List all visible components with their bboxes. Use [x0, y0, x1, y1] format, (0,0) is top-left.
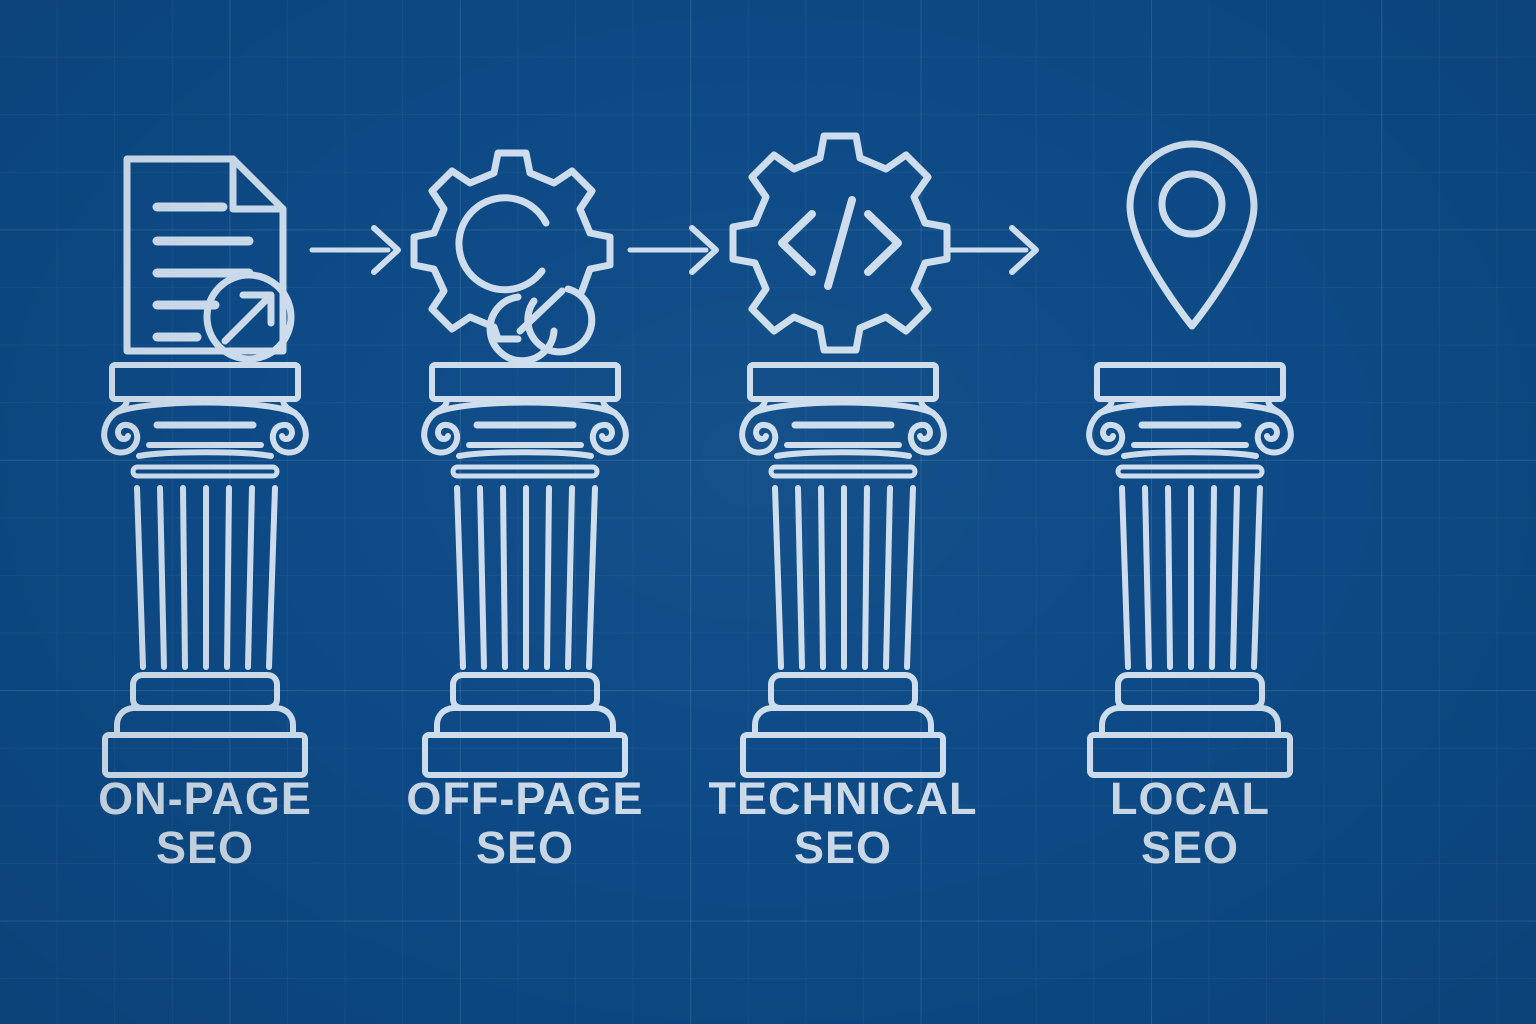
arrow-technical-to-local [950, 228, 1036, 272]
label-local-seo: LOCAL SEO [1030, 773, 1350, 873]
label-local-line2: SEO [1140, 821, 1240, 873]
label-on-page-seo: ON-PAGE SEO [45, 773, 365, 873]
label-technical-seo: TECHNICAL SEO [683, 773, 1003, 873]
label-technical-line1: TECHNICAL [708, 773, 978, 824]
icon-local-seo [1130, 144, 1254, 326]
column-technical [742, 365, 944, 775]
icon-off-page-seo [414, 153, 610, 361]
label-off-page-seo: OFF-PAGE SEO [365, 773, 685, 873]
label-on-page-line2: SEO [155, 821, 255, 873]
column-off-page [424, 365, 626, 775]
column-on-page [104, 365, 306, 775]
label-off-page-line1: OFF-PAGE [406, 773, 644, 824]
label-local-line1: LOCAL [1110, 773, 1270, 824]
icon-on-page-seo [127, 159, 291, 359]
label-off-page-line2: SEO [475, 821, 575, 873]
label-on-page-line1: ON-PAGE [98, 773, 312, 824]
column-local [1089, 365, 1291, 775]
arrow-off-page-to-technical [630, 228, 716, 272]
arrow-on-page-to-off-page [312, 228, 398, 272]
label-technical-line2: SEO [793, 821, 893, 873]
icon-technical-seo [733, 136, 947, 350]
